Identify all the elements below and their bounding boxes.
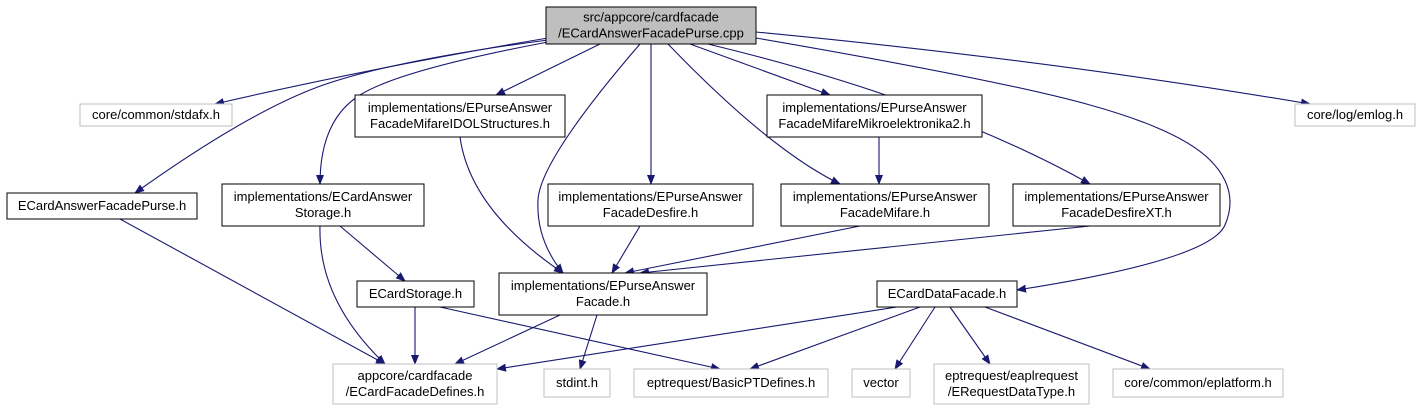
node-eplatform: core/common/eplatform.h <box>1112 368 1284 398</box>
node-box <box>545 6 757 45</box>
node-stdafx: core/common/stdafx.h <box>79 103 233 127</box>
edge-epfacade-to-stdint <box>578 314 598 370</box>
node-label: Facade.h <box>576 294 630 309</box>
edge-idol-to-epfacade <box>459 136 564 274</box>
edge-root-to-purse_h <box>134 39 549 194</box>
node-box <box>633 368 829 398</box>
node-vector: vector <box>851 368 911 398</box>
node-box <box>876 280 1018 308</box>
edge-mifare-to-epfacade <box>624 225 861 276</box>
node-label: core/common/eplatform.h <box>1124 375 1271 390</box>
edge-datafacade-to-ereqtype <box>949 306 991 365</box>
node-box <box>780 183 990 227</box>
node-datafacade[interactable]: ECardDataFacade.h <box>876 280 1018 308</box>
node-label: appcore/cardfacade <box>358 368 473 383</box>
edge-storage_ia-to-cstorage <box>339 225 406 282</box>
node-label: implementations/EPurseAnswer <box>558 189 743 204</box>
edge-datafacade-to-basicpt <box>749 306 921 370</box>
node-label: /ECardAnswerFacadePurse.cpp <box>558 26 744 41</box>
edge-cstorage-to-basicpt <box>439 306 721 371</box>
node-label: FacadeDesfireXT.h <box>1061 205 1172 220</box>
node-idol[interactable]: implementations/EPurseAnswerFacadeMifare… <box>354 94 566 138</box>
node-basicpt: eptrequest/BasicPTDefines.h <box>633 368 829 398</box>
node-label: vector <box>863 375 899 390</box>
node-label: implementations/EPurseAnswer <box>1024 189 1209 204</box>
node-label: /ERequestDataType.h <box>948 384 1075 399</box>
node-box <box>6 192 198 220</box>
node-box <box>1294 103 1416 127</box>
edge-root-to-epfacade <box>537 43 641 274</box>
node-label: implementations/ECardAnswer <box>234 189 413 204</box>
node-label: FacadeMifare.h <box>840 205 930 220</box>
edge-storage_ia-to-defines <box>319 225 386 365</box>
node-label: implementations/EPurseAnswer <box>511 278 696 293</box>
edge-desfire-to-epfacade <box>611 225 641 274</box>
node-box <box>933 363 1090 405</box>
node-label: ECardDataFacade.h <box>888 286 1007 301</box>
node-label: implementations/EPurseAnswer <box>793 189 978 204</box>
node-box <box>1112 368 1284 398</box>
node-box <box>498 272 708 316</box>
node-label: FacadeDesfire.h <box>603 205 698 220</box>
node-mikro[interactable]: implementations/EPurseAnswerFacadeMifare… <box>766 94 983 138</box>
node-defines: appcore/cardfacade/ECardFacadeDefines.h <box>332 363 498 405</box>
edge-desfirext-to-epfacade <box>639 225 1091 277</box>
edge-root-to-emlog <box>755 31 1311 107</box>
edge-datafacade-to-eplatform <box>984 306 1151 370</box>
node-root[interactable]: src/appcore/cardfacade/ECardAnswerFacade… <box>545 6 757 45</box>
node-label: eptrequest/BasicPTDefines.h <box>647 375 815 390</box>
edge-root-to-storage_ia <box>316 41 549 185</box>
node-label: ECardStorage.h <box>369 286 462 301</box>
node-emlog: core/log/emlog.h <box>1294 103 1416 127</box>
node-box <box>547 183 754 227</box>
node-ereqtype: eptrequest/eaplrequest/ERequestDataType.… <box>933 363 1090 405</box>
node-label: /ECardFacadeDefines.h <box>346 384 485 399</box>
node-desfire[interactable]: implementations/EPurseAnswerFacadeDesfir… <box>547 183 754 227</box>
edge-purse_h-to-defines <box>119 218 386 365</box>
node-label: stdint.h <box>556 375 598 390</box>
node-label: FacadeMifareMikroelektronika2.h <box>778 116 970 131</box>
node-label: src/appcore/cardfacade <box>583 10 719 25</box>
edges <box>119 31 1311 372</box>
node-box <box>79 103 233 127</box>
nodes: src/appcore/cardfacade/ECardAnswerFacade… <box>6 6 1416 405</box>
node-box <box>332 363 498 405</box>
node-box <box>766 94 983 138</box>
node-label: implementations/EPurseAnswer <box>368 100 553 115</box>
edge-epfacade-to-defines <box>454 314 561 365</box>
node-label: ECardAnswerFacadePurse.h <box>18 198 186 213</box>
node-desfirext[interactable]: implementations/EPurseAnswerFacadeDesfir… <box>1012 183 1221 227</box>
node-box <box>356 280 475 308</box>
node-purse_h[interactable]: ECardAnswerFacadePurse.h <box>6 192 198 220</box>
node-label: core/log/emlog.h <box>1307 107 1403 122</box>
node-stdint: stdint.h <box>543 368 611 398</box>
edge-datafacade-to-defines <box>496 306 898 372</box>
edge-root-to-datafacade <box>755 37 1231 293</box>
edge-root-to-mikro <box>689 43 831 96</box>
node-box <box>1012 183 1221 227</box>
node-box <box>354 94 566 138</box>
node-mifare[interactable]: implementations/EPurseAnswerFacadeMifare… <box>780 183 990 227</box>
node-label: core/common/stdafx.h <box>92 107 220 122</box>
node-label: FacadeMifareIDOLStructures.h <box>370 116 550 131</box>
edge-root-to-idol <box>495 43 601 96</box>
edge-datafacade-to-vector <box>894 306 936 370</box>
node-label: eptrequest/eaplrequest <box>945 368 1078 383</box>
node-cstorage[interactable]: ECardStorage.h <box>356 280 475 308</box>
node-label: implementations/EPurseAnswer <box>782 100 967 115</box>
node-label: Storage.h <box>295 205 351 220</box>
node-box <box>851 368 911 398</box>
node-box <box>543 368 611 398</box>
node-box <box>221 183 425 227</box>
edge-root-to-mifare <box>667 43 841 185</box>
